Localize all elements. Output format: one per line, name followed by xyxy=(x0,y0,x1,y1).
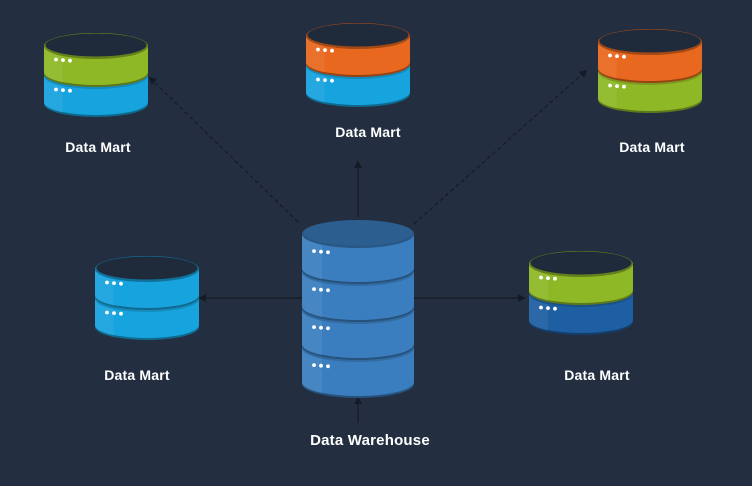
status-light-icon xyxy=(326,364,330,369)
data-mart-top-center-database-icon xyxy=(305,23,410,107)
status-light-icon xyxy=(330,78,334,83)
status-light-icon xyxy=(553,306,557,311)
status-light-icon xyxy=(316,47,320,52)
status-light-icon xyxy=(54,57,58,62)
status-light-icon xyxy=(312,249,316,254)
data-mart-top-center-top-cap xyxy=(306,23,410,49)
status-light-icon xyxy=(312,287,316,291)
data-mart-middle-right-database-icon xyxy=(528,251,633,335)
status-light-icon xyxy=(319,249,323,254)
data-mart-middle-right-top-cap xyxy=(529,251,633,277)
status-light-icon xyxy=(608,53,612,58)
data-mart-middle-left-top-cap xyxy=(95,256,199,282)
status-light-icon xyxy=(622,54,626,59)
data-mart-top-left-top-cap xyxy=(44,33,148,59)
status-light-icon xyxy=(105,280,109,285)
status-light-icon xyxy=(119,281,123,286)
data-warehouse-top-cap xyxy=(302,220,414,248)
status-light-icon xyxy=(546,306,550,310)
data-mart-top-right-top-cap xyxy=(598,29,702,55)
status-light-icon xyxy=(61,88,65,92)
status-light-icon xyxy=(54,87,58,92)
status-light-icon xyxy=(68,58,72,63)
status-light-icon xyxy=(119,311,123,316)
status-light-icon xyxy=(622,84,626,89)
status-light-icon xyxy=(319,363,323,368)
status-light-icon xyxy=(61,58,65,62)
arrow-to-top-right-mart xyxy=(413,69,588,225)
status-light-icon xyxy=(539,275,543,280)
status-light-icon xyxy=(312,325,316,329)
status-light-icon xyxy=(316,77,320,82)
status-light-icon xyxy=(326,326,330,331)
connectors xyxy=(148,69,588,423)
status-light-icon xyxy=(546,276,550,280)
status-light-icon xyxy=(112,281,116,285)
status-light-icon xyxy=(330,48,334,53)
data-mart-top-right-label: Data Mart xyxy=(619,139,685,155)
status-light-icon xyxy=(615,54,619,58)
data-mart-top-right-database-icon xyxy=(597,29,702,113)
status-light-icon xyxy=(539,305,543,310)
data-mart-top-left-label: Data Mart xyxy=(65,139,131,155)
data-mart-middle-right-label: Data Mart xyxy=(564,367,630,383)
data-mart-middle-left-label: Data Mart xyxy=(104,367,170,383)
data-mart-top-center-label: Data Mart xyxy=(335,124,401,140)
status-light-icon xyxy=(112,311,116,315)
status-light-icon xyxy=(608,83,612,88)
data-mart-middle-left-database-icon xyxy=(94,256,199,340)
status-light-icon xyxy=(319,325,323,330)
arrow-to-top-left-mart xyxy=(148,76,299,223)
data-warehouse-disk xyxy=(301,334,414,398)
status-light-icon xyxy=(105,310,109,315)
data-mart-top-left-database-icon xyxy=(43,33,148,117)
data-warehouse-database-icon xyxy=(301,220,414,398)
status-light-icon xyxy=(319,287,323,292)
status-light-icon xyxy=(553,276,557,281)
status-light-icon xyxy=(326,288,330,293)
status-light-icon xyxy=(68,88,72,93)
status-light-icon xyxy=(323,78,327,82)
status-light-icon xyxy=(615,84,619,88)
data-warehouse-label: Data Warehouse xyxy=(310,432,430,449)
status-light-icon xyxy=(323,48,327,52)
status-light-icon xyxy=(312,363,316,367)
status-light-icon xyxy=(326,250,330,255)
